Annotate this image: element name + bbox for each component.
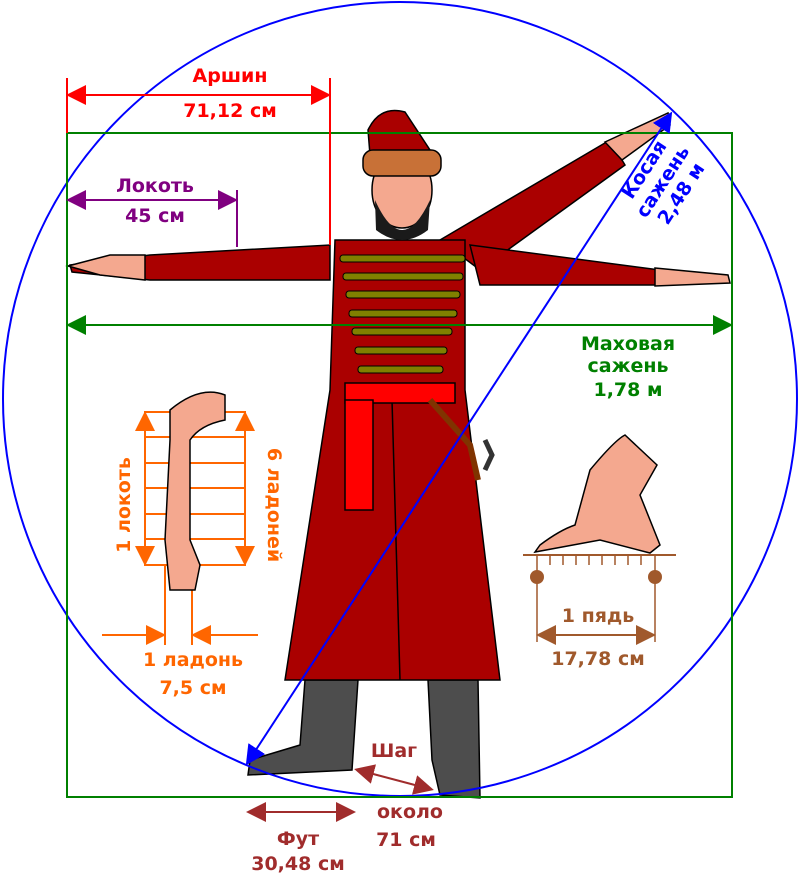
arshin-value: 71,12 см (183, 100, 277, 122)
step-label-2: около (377, 801, 443, 823)
one-lokot-label: 1 локоть (113, 457, 135, 553)
palm-measure (102, 411, 258, 645)
arshin-label: Аршин (193, 65, 268, 87)
step-measure: Шаг около 71 см (354, 740, 443, 851)
lokot-label: Локоть (116, 175, 194, 197)
foot-measure: Фут 30,48 см (246, 802, 356, 875)
foot-label: Фут (277, 828, 319, 850)
arshin-measure: Аршин 71,12 см (66, 65, 331, 245)
pyad-label: 1 пядь (562, 605, 635, 627)
makhovaya-value: 1,78 м (593, 379, 662, 401)
lokot-measure: Локоть 45 см (66, 175, 238, 247)
step-label: Шаг (371, 740, 417, 762)
pyad-measure: 1 пядь 17,78 см (523, 434, 676, 670)
arm-icon (164, 391, 226, 591)
makhovaya-label-1: Маховая (581, 333, 675, 355)
hand-icon (533, 434, 661, 554)
palm-label: 1 ладонь (143, 649, 243, 671)
six-palms-label: 6 ладоней (263, 448, 285, 562)
step-value: 71 см (376, 829, 436, 851)
lokot-value: 45 см (125, 205, 185, 227)
palm-value: 7,5 см (159, 677, 226, 699)
foot-value: 30,48 см (251, 853, 345, 875)
pyad-value: 17,78 см (551, 648, 645, 670)
makhovaya-label-2: сажень (587, 355, 668, 377)
